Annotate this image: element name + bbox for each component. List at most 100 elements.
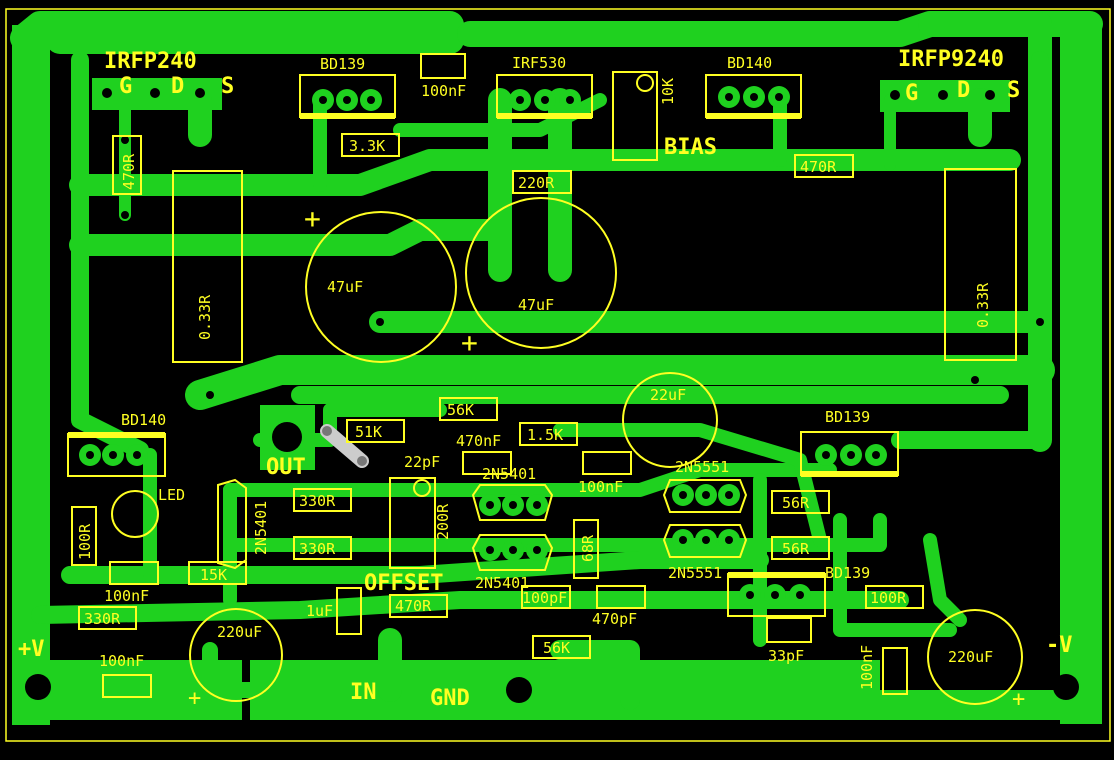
label-irfp9240: IRFP9240 (898, 47, 1004, 72)
label-plus-1: + (304, 202, 321, 235)
label-irfp9240-g: G (905, 81, 918, 106)
label-r68: 68R (579, 534, 597, 562)
label-bd139-top: BD139 (320, 55, 365, 73)
label-r15k-top: 1.5K (527, 426, 563, 444)
label-q2n5551-b: 2N5551 (668, 564, 722, 582)
label-c100pf: 100pF (522, 589, 567, 607)
pads (25, 86, 1079, 703)
label-r033-left: 0.33R (196, 294, 214, 340)
label-r15k-low: 15K (200, 566, 227, 584)
trace-bus-4 (185, 355, 1055, 410)
silkscreen-text: IRFP240 G D S IRFP9240 G D S BD139 IRF53… (18, 47, 1073, 712)
label-bias: BIAS (664, 135, 717, 160)
trace-lower-11 (202, 642, 268, 698)
label-bd140-top: BD140 (727, 54, 772, 72)
board-outline (5, 8, 1111, 742)
r033-left-outline (172, 170, 243, 363)
r200-offset-outline (389, 477, 436, 569)
label-r200: 200R (434, 503, 452, 540)
trace-lower-4 (31, 591, 909, 624)
label-c470nf: 470nF (456, 432, 501, 450)
label-c22uf: 22uF (650, 386, 686, 404)
label-q2n5551: 2N5551 (675, 458, 729, 476)
label-q2n5401-b: 2N5401 (475, 574, 529, 592)
label-c220uf-left: 220uF (217, 623, 262, 641)
label-irfp240-s: S (221, 74, 234, 99)
label-r56-b: 56R (782, 540, 810, 558)
label-irfp240-g: G (119, 74, 132, 99)
out-link-wire (320, 424, 369, 468)
c47uf-right-outline (465, 197, 617, 349)
silkscreen-layer (67, 53, 1023, 705)
trace-top-left-rail (10, 11, 464, 54)
trace-lower-8 (833, 513, 957, 637)
trace-bus-1 (69, 149, 1021, 196)
label-r330-low: 330R (84, 610, 121, 628)
label-r56k-low: 56K (543, 639, 570, 657)
label-plus-3: + (188, 686, 201, 711)
label-offset: OFFSET (364, 571, 443, 596)
label-c22pf: 22pF (404, 453, 440, 471)
trace-lower-6 (553, 423, 827, 547)
label-bd140-left: BD140 (121, 411, 166, 429)
label-irf530: IRF530 (512, 54, 566, 72)
r033-right-outline (944, 168, 1017, 361)
label-c100nf-bot: 100nF (99, 652, 144, 670)
mounting-hole-right (1053, 674, 1079, 700)
label-r470-left: 470R (120, 153, 138, 190)
label-bd139-mid: BD139 (825, 408, 870, 426)
label-c100nf-left: 100nF (104, 587, 149, 605)
label-bd139-low: BD139 (825, 564, 870, 582)
c220uf-right-outline (927, 609, 1023, 705)
label-r51k: 51K (355, 423, 382, 441)
mounting-hole-out (272, 422, 302, 452)
trace-vertical-right (891, 51, 1049, 449)
trace-lower-9 (550, 640, 640, 710)
label-c33pf: 33pF (768, 647, 804, 665)
label-irfp9240-s: S (1007, 78, 1020, 103)
mounting-hole-left (25, 674, 51, 700)
c220uf-left-outline (189, 608, 283, 702)
label-q2n5401-a: 2N5401 (482, 465, 536, 483)
label-c470pf: 470pF (592, 610, 637, 628)
r10k-bias-outline (612, 71, 658, 161)
label-in: IN (350, 680, 377, 705)
c22uf-outline (622, 372, 718, 468)
label-led: LED (158, 486, 185, 504)
label-r10k: 10K (659, 78, 677, 105)
label-minus-v: -V (1046, 633, 1073, 658)
label-r330-a: 330R (299, 492, 336, 510)
mounting-hole-gnd (506, 677, 532, 703)
label-r033-right: 0.33R (974, 282, 992, 328)
label-r330-b: 330R (299, 540, 336, 558)
trace-mid-1 (393, 93, 607, 137)
label-r100-right: 100R (870, 589, 907, 607)
c47uf-left-outline (305, 211, 457, 363)
label-r56-a: 56R (782, 494, 810, 512)
label-c220uf-right: 220uF (948, 648, 993, 666)
trace-bus-2 (69, 219, 511, 256)
label-c100nf-right: 100nF (858, 645, 876, 690)
trace-vertical-left (71, 51, 149, 459)
trace-bottom-mid (490, 660, 880, 720)
label-plus-2: + (461, 326, 478, 359)
label-plus-4: + (1012, 687, 1025, 712)
label-out: OUT (266, 455, 306, 480)
trace-lower-10 (923, 533, 967, 627)
label-c100nf-mid: 100nF (578, 478, 623, 496)
label-r470-right: 470R (800, 158, 837, 176)
label-irfp9240-d: D (957, 78, 970, 103)
label-c1uf: 1uF (306, 602, 333, 620)
label-irfp240: IRFP240 (104, 49, 197, 74)
label-r220: 220R (518, 174, 555, 192)
trace-right-rail (1060, 24, 1102, 724)
label-r470-low: 470R (395, 597, 432, 615)
trace-lower-2 (223, 513, 887, 552)
label-r56k-top: 56K (447, 401, 474, 419)
label-c47uf-left: 47uF (327, 278, 363, 296)
mounting-holes (25, 422, 1079, 703)
label-q2n5401-left: 2N5401 (252, 501, 270, 555)
label-irfp240-d: D (171, 74, 184, 99)
label-gnd: GND (430, 686, 470, 711)
